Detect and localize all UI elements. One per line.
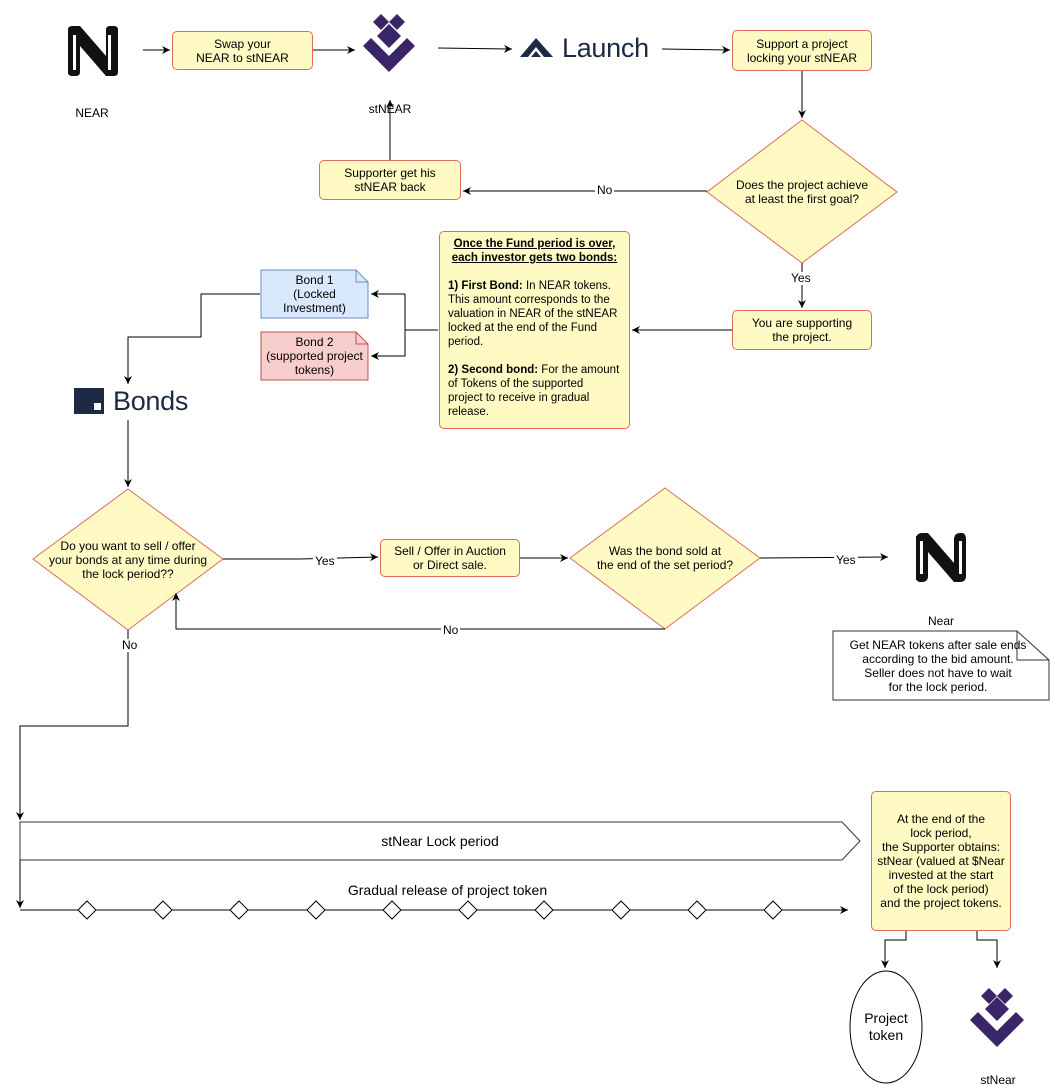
fund-note-first-bond: 1) First Bond: In NEAR tokens. This amou…	[448, 279, 621, 349]
bonds-logo-text: Bonds	[113, 386, 189, 416]
stnear-logo-icon-2	[970, 988, 1024, 1047]
supporter-back-box: Supporter get his stNEAR back	[319, 160, 461, 200]
edge-yes-3: Yes	[834, 553, 858, 567]
fund-period-note: Once the Fund period is over, each inves…	[439, 231, 630, 429]
near-logo-icon-2	[916, 533, 966, 582]
near-logo-icon	[66, 26, 118, 76]
support-box: Support a project locking your stNEAR	[732, 30, 872, 71]
stnear-label-2: stNear	[980, 1073, 1016, 1087]
timeline-markers	[77, 900, 783, 920]
fund-note-second-bond: 2) Second bond: For the amount of Tokens…	[448, 363, 621, 419]
end-of-lock-box: At the end of the lock period, the Suppo…	[871, 791, 1011, 931]
edge-no-2: No	[441, 623, 461, 637]
edge-no-3: No	[120, 638, 140, 652]
lock-period-label: stNear Lock period	[381, 833, 499, 849]
bond2-text: Bond 2 (supported project tokens)	[266, 335, 363, 377]
launch-logo-icon	[520, 38, 553, 57]
project-token-text: Project token	[864, 1010, 908, 1043]
sell-diamond-text: Do you want to sell / offer your bonds a…	[48, 539, 208, 581]
edge-yes-1: Yes	[789, 271, 813, 285]
fund-note-heading: Once the Fund period is over, each inves…	[451, 238, 618, 264]
auction-box: Sell / Offer in Auction or Direct sale.	[380, 539, 520, 577]
first-bond-title: 1) First Bond:	[448, 280, 523, 292]
stnear-label: stNEAR	[368, 102, 412, 116]
supporting-box: You are supporting the project.	[732, 310, 872, 350]
near-note-shape	[832, 630, 1050, 701]
bond1-text: Bond 1 (Locked Investment)	[283, 273, 346, 315]
second-bond-text: For the amount of Tokens of the supporte…	[448, 364, 620, 418]
gradual-release-label: Gradual release of project token	[347, 882, 548, 898]
second-bond-title: 2) Second bond:	[448, 364, 539, 376]
near-label: NEAR	[75, 106, 109, 120]
bond2-shape	[260, 331, 369, 381]
lock-period-shape	[19, 821, 861, 861]
edge-no-1: No	[595, 183, 615, 197]
goal-diamond-text: Does the project achieve at least the fi…	[735, 178, 869, 206]
edge-yes-2: Yes	[313, 554, 337, 568]
project-token-shape	[849, 970, 923, 1084]
bond1-shape	[260, 269, 369, 319]
stnear-logo-icon	[363, 14, 415, 72]
first-bond-text: In NEAR tokens. This amount corresponds …	[448, 280, 618, 348]
bonds-logo-icon	[74, 388, 104, 414]
near-label-2: Near	[927, 614, 954, 628]
near-note-text: Get NEAR tokens after sale ends accordin…	[849, 638, 1027, 694]
sold-diamond-text: Was the bond sold at the end of the set …	[596, 544, 734, 572]
launch-logo-text: Launch	[562, 33, 649, 63]
swap-box: Swap your NEAR to stNEAR	[172, 31, 313, 70]
